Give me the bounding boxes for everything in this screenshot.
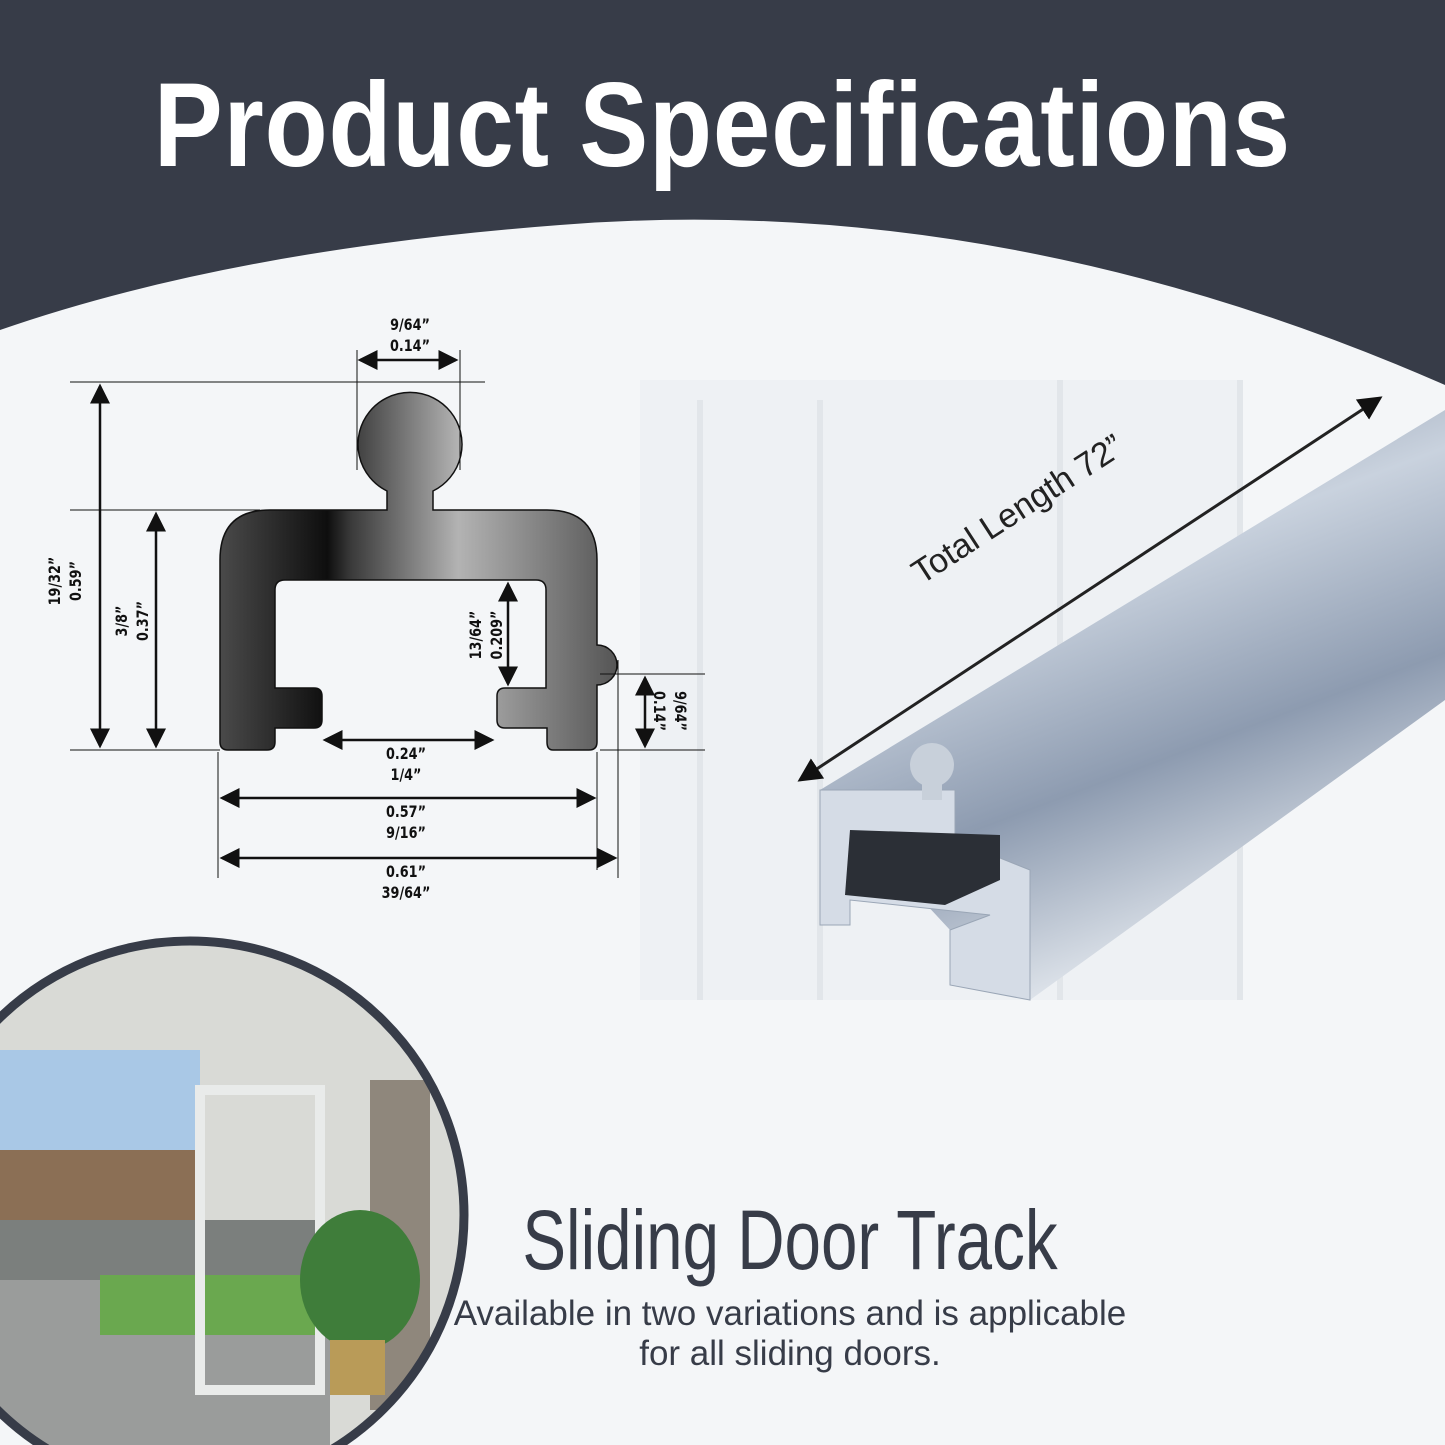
dim-total-height-decimal: 0.59” [66, 561, 85, 601]
dim-side-bump-decimal: 0.14” [650, 691, 669, 731]
dim-inner-height: 13/64”0.209” [465, 603, 507, 667]
track-rail-image [797, 396, 1445, 1001]
header-band [0, 0, 1445, 385]
dim-opening-decimal: 0.24” [386, 744, 426, 763]
dim-top-width: 9/64” 0.14” [378, 314, 442, 356]
dim-side-bump: 9/64”0.14” [649, 679, 691, 743]
dim-total-height: 19/32”0.59” [44, 549, 86, 613]
dim-overall-width: 0.61” 39/64” [374, 861, 438, 903]
length-arrow [797, 396, 1383, 782]
dim-inner-height-fraction: 13/64” [466, 610, 485, 660]
dim-body-width-decimal: 0.57” [386, 802, 426, 821]
dim-opening: 0.24” 1/4” [374, 743, 438, 785]
dim-body-height: 3/8”0.37” [111, 589, 153, 653]
product-name-text: Sliding Door Track [522, 1193, 1058, 1287]
dim-top-width-fraction: 9/64” [390, 315, 430, 334]
page-title: Product Specifications [101, 55, 1344, 195]
sliding-door-photo [0, 945, 460, 1445]
dim-inner-height-decimal: 0.209” [487, 610, 506, 660]
dim-body-height-fraction: 3/8” [112, 605, 131, 637]
dim-body-width: 0.57” 9/16” [374, 801, 438, 843]
dim-overall-width-decimal: 0.61” [386, 862, 426, 881]
dim-opening-fraction: 1/4” [390, 765, 422, 784]
product-name: Sliding Door Track [478, 1190, 1102, 1290]
page-title-text: Product Specifications [153, 58, 1292, 192]
dim-overall-width-fraction: 39/64” [381, 883, 431, 902]
track-profile-cross-section [219, 391, 618, 751]
dim-top-width-decimal: 0.14” [390, 336, 430, 355]
product-description: Available in two variations and is appli… [453, 1294, 1127, 1373]
extension-lines [70, 350, 705, 878]
dim-side-bump-fraction: 9/64” [671, 691, 690, 731]
dimension-arrows [90, 350, 655, 868]
dim-body-width-fraction: 9/16” [386, 823, 426, 842]
dim-total-height-fraction: 19/32” [45, 556, 64, 606]
photo-frame-ring [0, 936, 469, 1445]
dim-body-height-decimal: 0.37” [133, 601, 152, 641]
